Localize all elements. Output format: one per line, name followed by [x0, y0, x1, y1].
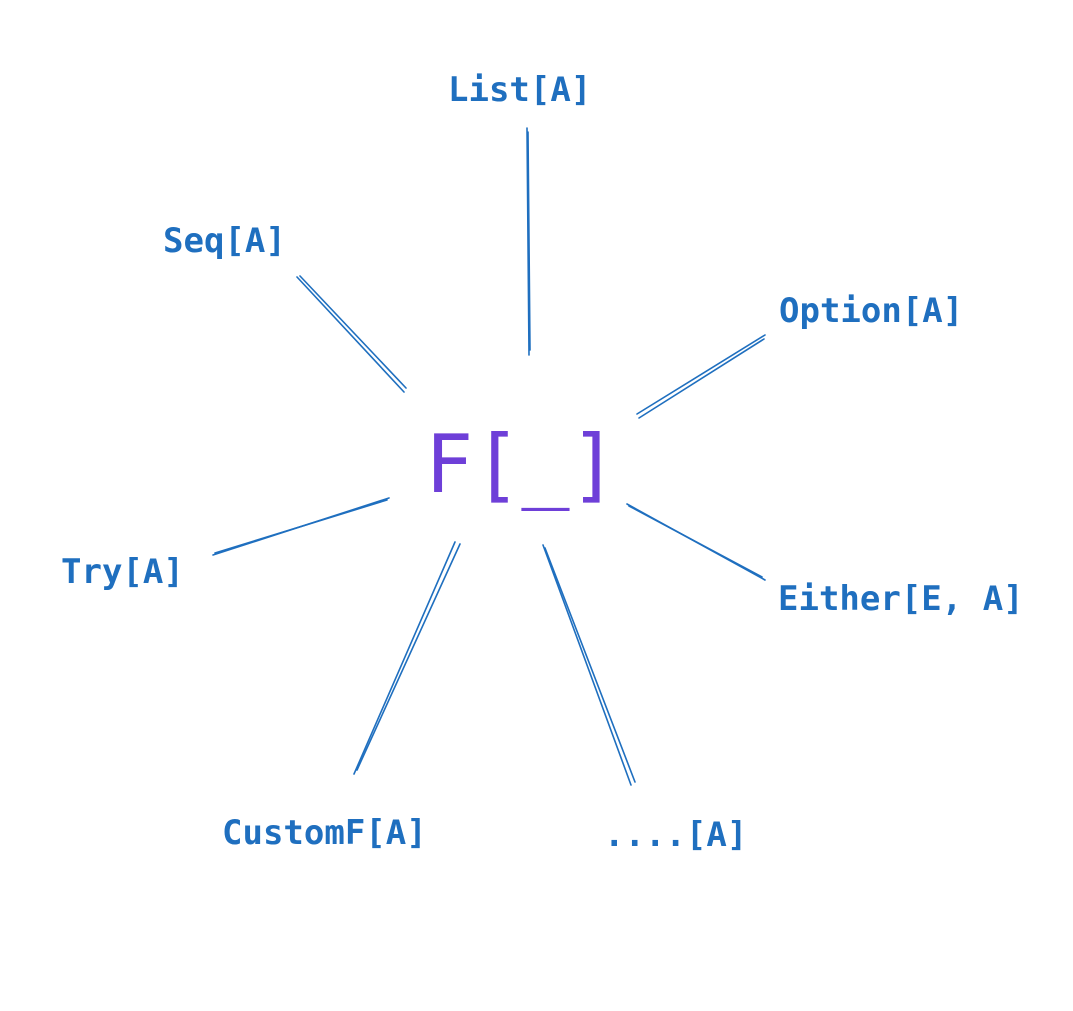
edge-customf-stroke2 — [356, 543, 461, 771]
edge-option — [636, 334, 766, 415]
node-label-either: Either[E, A] — [778, 579, 1024, 619]
edge-list — [526, 127, 530, 356]
edge-customf — [353, 541, 456, 775]
node-label-ellipsis: ....[A] — [604, 815, 748, 855]
node-label-try: Try[A] — [61, 552, 184, 592]
node-label-option: Option[A] — [779, 291, 964, 331]
center-node-label: F[_] — [425, 418, 618, 511]
edge-either-stroke2 — [628, 505, 763, 578]
node-label-customf: CustomF[A] — [222, 813, 427, 853]
edge-list-stroke2 — [527, 131, 531, 351]
edge-seq-stroke2 — [299, 275, 407, 389]
node-label-list: List[A] — [448, 70, 592, 110]
node-label-seq: Seq[A] — [163, 221, 286, 261]
edge-try-stroke2 — [214, 499, 388, 554]
edge-seq — [296, 276, 405, 393]
edge-option-stroke2 — [638, 338, 765, 419]
edge-ellipsis — [542, 544, 632, 786]
edge-ellipsis-stroke2 — [544, 547, 636, 783]
